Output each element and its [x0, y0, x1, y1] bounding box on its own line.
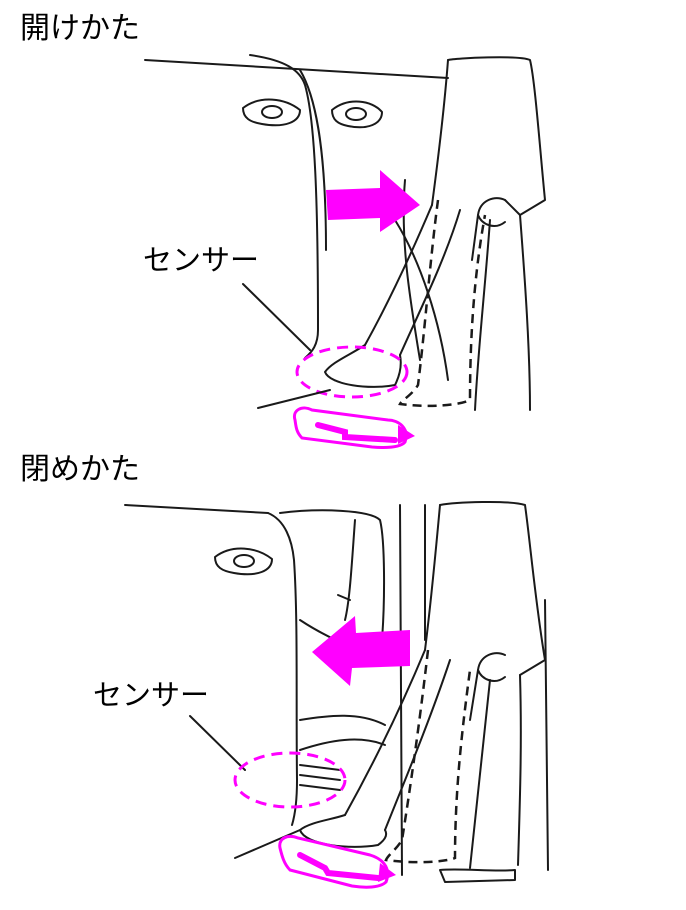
open-illustration	[144, 54, 546, 449]
foot-kick-icon	[278, 834, 396, 889]
open-sensor-leader	[242, 283, 311, 351]
foot-kick-icon	[292, 406, 415, 449]
close-car-body	[124, 504, 426, 876]
door-handle-icon	[331, 100, 383, 129]
door-handle-icon	[242, 98, 301, 127]
close-sensor-label: センサー	[93, 678, 210, 712]
open-person	[324, 56, 546, 411]
magenta-arrow-icon	[312, 616, 410, 686]
sensor-zone-icon	[233, 751, 347, 809]
close-person	[299, 500, 549, 883]
open-title: 開けかた	[20, 11, 140, 46]
open-sensor-label: センサー	[143, 243, 260, 277]
magenta-arrow-icon	[326, 170, 420, 232]
close-leg-ghost	[384, 649, 472, 864]
open-leg-ghost	[398, 199, 487, 408]
close-sensor-leader	[189, 715, 246, 771]
sensor-zone-icon	[295, 345, 409, 399]
door-handle-icon	[214, 547, 273, 576]
close-title: 閉めかた	[20, 452, 140, 487]
